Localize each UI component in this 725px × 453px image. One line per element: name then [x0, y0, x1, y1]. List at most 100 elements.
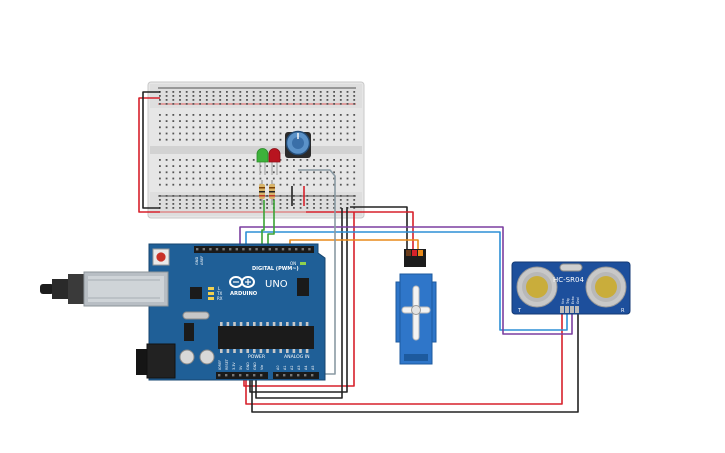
breadboard-hole [346, 91, 349, 93]
breadboard-hole [239, 183, 242, 186]
digital-header[interactable] [194, 246, 314, 253]
digital-pin[interactable] [229, 248, 232, 251]
breadboard-hole [346, 159, 349, 161]
breadboard-hole [232, 165, 235, 167]
power-pin[interactable] [218, 374, 221, 377]
wire-sensor-gnd [251, 312, 579, 413]
wire-arduino-gnd-b [255, 208, 343, 399]
breadboard[interactable] [147, 81, 365, 219]
breadboard-hole [246, 177, 248, 180]
analog-pin[interactable] [304, 374, 307, 377]
digital-pin[interactable] [222, 248, 225, 251]
breadboard-hole [326, 207, 329, 209]
breadboard-hole [266, 138, 268, 141]
analog-pin[interactable] [290, 374, 293, 377]
breadboard-hole [333, 114, 335, 116]
power-pin[interactable] [260, 374, 263, 377]
digital-pin[interactable] [235, 248, 238, 251]
power-pin[interactable] [246, 374, 249, 377]
digital-pin[interactable] [268, 248, 271, 251]
analog-pin[interactable] [283, 374, 286, 377]
digital-pin[interactable] [196, 248, 199, 251]
breadboard-hole [185, 126, 188, 129]
breadboard-hole [232, 171, 235, 174]
analog-header[interactable] [273, 372, 319, 379]
resistor-2[interactable] [269, 180, 275, 205]
breadboard-hole [319, 126, 322, 129]
breadboard-hole [259, 203, 262, 205]
chip-pin [259, 349, 263, 353]
digital-pin[interactable] [281, 248, 285, 251]
servo-motor[interactable] [395, 249, 437, 365]
breadboard-hole [306, 207, 309, 209]
digital-pin[interactable] [262, 248, 265, 251]
breadboard-hole [246, 114, 248, 116]
reset-button[interactable] [152, 248, 170, 266]
led-tx-indicator [208, 292, 214, 295]
usb-connector[interactable] [40, 271, 169, 307]
digital-pin[interactable] [202, 248, 205, 251]
arduino-logo-icon [229, 276, 255, 288]
analog-pin[interactable] [276, 374, 279, 377]
digital-pin[interactable] [288, 248, 291, 251]
digital-pin[interactable] [295, 248, 298, 251]
breadboard-hole [239, 203, 242, 205]
breadboard-hole [219, 183, 222, 186]
power-jack[interactable] [136, 343, 176, 379]
power-pin[interactable] [225, 374, 228, 377]
breadboard-hole [246, 171, 248, 174]
power-pin[interactable] [253, 374, 256, 377]
breadboard-hole [252, 165, 255, 167]
breadboard-hole [159, 132, 161, 135]
breadboard-hole [346, 177, 349, 180]
breadboard-hole [226, 114, 228, 116]
breadboard-hole [219, 195, 222, 197]
breadboard-hole [185, 171, 188, 174]
breadboard-hole [246, 165, 248, 167]
breadboard-hole [306, 99, 309, 101]
breadboard-hole [326, 177, 329, 180]
breadboard-hole [333, 207, 335, 209]
analog-pin[interactable] [297, 374, 300, 377]
breadboard-hole [185, 183, 188, 186]
breadboard-hole [266, 99, 268, 101]
breadboard-hole [232, 138, 235, 141]
breadboard-hole [192, 195, 195, 197]
breadboard-hole [326, 120, 329, 122]
breadboard-hole [259, 91, 262, 93]
wire-servo-black [350, 206, 408, 252]
icsp-header[interactable] [297, 278, 309, 296]
breadboard-hole [239, 138, 242, 141]
digital-pin[interactable] [301, 248, 304, 251]
power-header[interactable] [216, 372, 268, 379]
breadboard-hole [246, 195, 248, 197]
breadboard-hole [346, 203, 349, 205]
power-pin[interactable] [232, 374, 235, 377]
arduino-uno-board[interactable]: L TX RX ON AREF GND DIGITAL (PWM~) ARDUI… [40, 243, 326, 381]
digital-pin[interactable] [248, 248, 252, 251]
sensor-pins[interactable] [560, 306, 579, 313]
led-red[interactable] [268, 148, 281, 176]
digital-pin[interactable] [275, 248, 278, 251]
power-pin[interactable] [239, 374, 242, 377]
digital-pin[interactable] [209, 248, 212, 251]
breadboard-hole [306, 177, 309, 180]
digital-pin[interactable] [215, 248, 219, 251]
led-green[interactable] [256, 148, 269, 176]
breadboard-hole [179, 120, 181, 122]
breadboard-hole [219, 126, 222, 129]
breadboard-hole [252, 159, 255, 161]
breadboard-hole [286, 207, 289, 209]
resistor-1[interactable] [259, 180, 265, 205]
digital-pin[interactable] [255, 248, 258, 251]
breadboard-hole [185, 165, 188, 167]
analog-pin[interactable] [311, 374, 314, 377]
digital-pin[interactable] [308, 248, 311, 251]
breadboard-hole [192, 132, 195, 135]
potentiometer[interactable] [285, 130, 311, 159]
breadboard-hole [192, 103, 195, 105]
digital-pin[interactable] [242, 248, 245, 251]
breadboard-hole [205, 103, 208, 105]
